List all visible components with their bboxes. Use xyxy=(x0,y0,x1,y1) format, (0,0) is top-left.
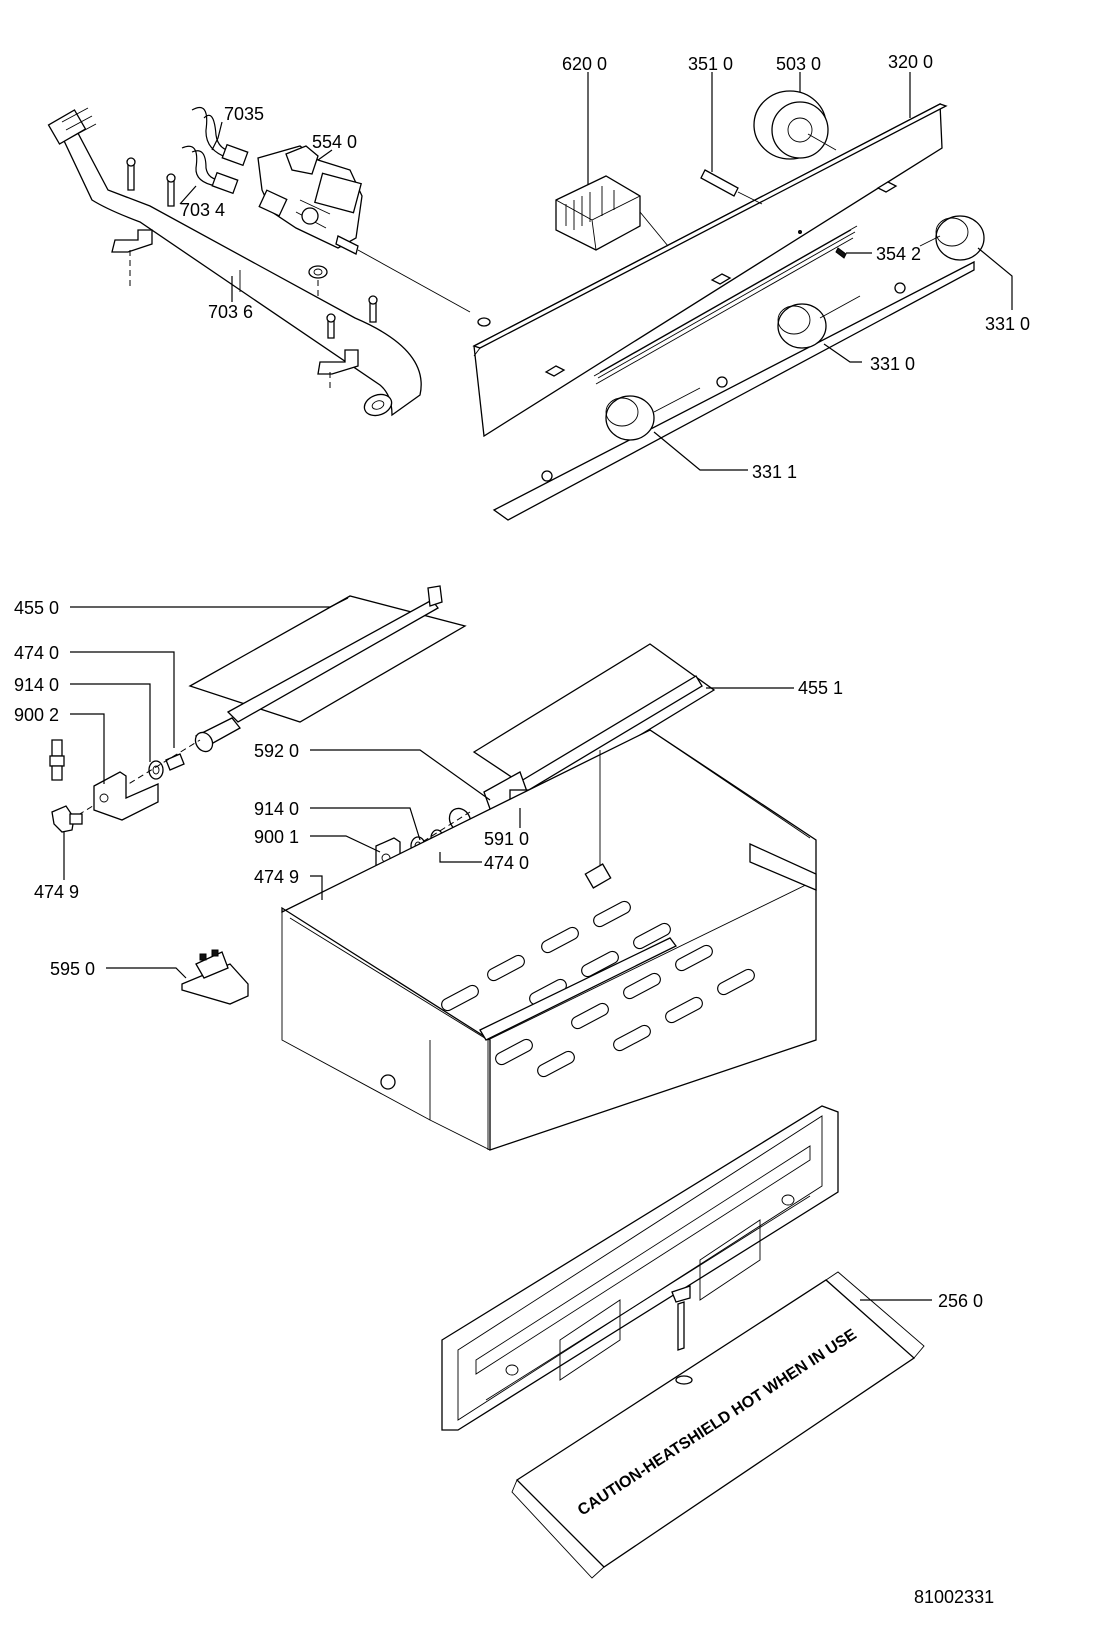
callout-554-0: 554 0 xyxy=(312,132,357,152)
callout-914-0-lower: 914 0 xyxy=(254,799,299,819)
upper-thermocouple-fittings xyxy=(49,739,83,833)
heatshield xyxy=(511,1271,925,1579)
panel-clips xyxy=(544,181,898,377)
callout-331-0-middle: 331 0 xyxy=(870,354,915,374)
callout-703-4: 703 4 xyxy=(180,200,225,220)
callout-474-0-lower: 474 0 xyxy=(484,853,529,873)
gas-supply-pipe xyxy=(47,107,422,417)
ignition-module xyxy=(181,949,249,1005)
callout-900-2: 900 2 xyxy=(14,705,59,725)
callout-592-0: 592 0 xyxy=(254,741,299,761)
callout-455-0: 455 0 xyxy=(14,598,59,618)
callout-455-1: 455 1 xyxy=(798,678,843,698)
callout-354-2: 354 2 xyxy=(876,244,921,264)
callout-320-0: 320 0 xyxy=(888,52,933,72)
callout-914-0-upper: 914 0 xyxy=(14,675,59,695)
leader-lines xyxy=(63,72,1013,1301)
callout-474-9-upper: 474 9 xyxy=(34,882,79,902)
upper-burner-injector-parts xyxy=(69,739,201,821)
flex-hoses xyxy=(181,106,249,195)
control-knobs xyxy=(605,215,985,441)
callout-474-9-lower: 474 9 xyxy=(254,867,299,887)
upper-thermocouple-bracket xyxy=(93,771,159,821)
callout-331-1: 331 1 xyxy=(752,462,797,482)
callout-256-0: 256 0 xyxy=(938,1291,983,1311)
callout-620-0: 620 0 xyxy=(562,54,607,74)
selector-switch xyxy=(555,175,669,251)
callout-labels: 620 0 351 0 503 0 320 0 7035 554 0 703 4… xyxy=(14,52,1030,1311)
callout-351-0: 351 0 xyxy=(688,54,733,74)
pipe-brackets xyxy=(111,229,359,390)
control-panel xyxy=(472,102,948,438)
drawing-number: 81002331 xyxy=(914,1587,994,1607)
callout-503-0: 503 0 xyxy=(776,54,821,74)
gas-valve-assembly xyxy=(257,145,471,313)
callout-595-0: 595 0 xyxy=(50,959,95,979)
callout-703-6: 703 6 xyxy=(208,302,253,322)
upper-burner-shield xyxy=(188,585,467,753)
callout-474-0-upper: 474 0 xyxy=(14,643,59,663)
lower-front-panel xyxy=(441,1105,839,1431)
pipe-screws xyxy=(126,157,378,339)
callout-331-0-right: 331 0 xyxy=(985,314,1030,334)
callout-900-1: 900 1 xyxy=(254,827,299,847)
small-fasteners xyxy=(477,230,847,327)
callout-7035: 7035 xyxy=(224,104,264,124)
callout-591-0: 591 0 xyxy=(484,829,529,849)
motor-unit xyxy=(753,90,837,160)
thermostat-probe xyxy=(700,169,763,205)
oven-floor-vent-slots xyxy=(441,900,755,1078)
